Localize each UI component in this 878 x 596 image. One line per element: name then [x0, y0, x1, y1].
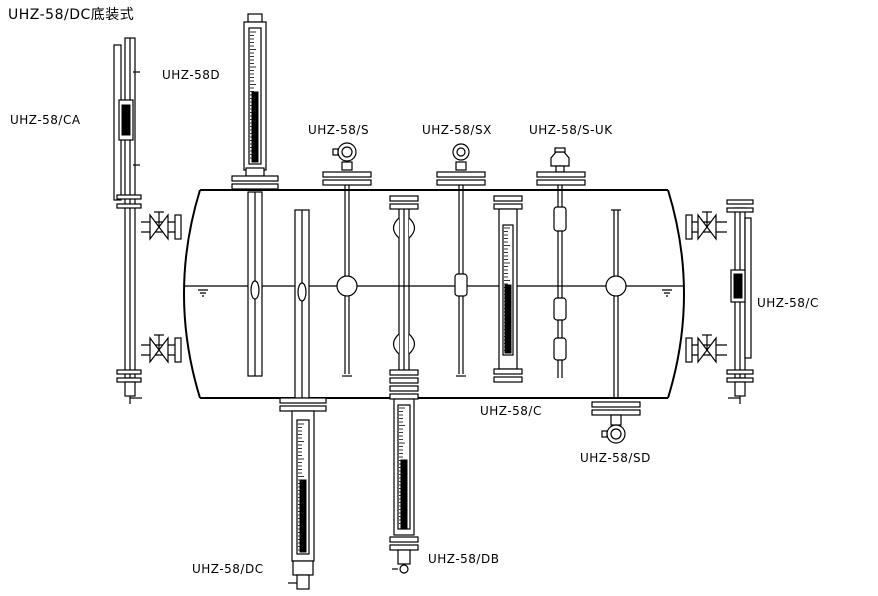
label-uhz-58-c-center: UHZ-58/C — [480, 404, 542, 418]
gauge-uhz-58-s — [322, 142, 372, 377]
label-uhz-58-c-right: UHZ-58/C — [757, 296, 819, 310]
label-uhz-58-db: UHZ-58/DB — [428, 552, 499, 566]
gauge-uhz-58-sd — [591, 209, 641, 444]
gauge-uhz-58-ca — [113, 37, 182, 404]
label-uhz-58-s-uk: UHZ-58/S-UK — [529, 123, 613, 137]
gauge-uhz-58-c-center — [389, 195, 419, 384]
gauge-in-tank-indicator — [493, 195, 523, 383]
diagram-title: UHZ-58/DC底装式 — [8, 7, 134, 23]
gauge-uhz-58-db — [389, 385, 419, 574]
label-uhz-58-dc: UHZ-58/DC — [192, 562, 264, 576]
label-uhz-58-sx: UHZ-58/SX — [422, 123, 492, 137]
label-uhz-58d: UHZ-58D — [162, 68, 220, 82]
label-uhz-58-ca: UHZ-58/CA — [10, 113, 81, 127]
label-uhz-58-sd: UHZ-58/SD — [580, 451, 651, 465]
gauge-uhz-58-s-uk — [536, 147, 586, 378]
gauge-uhz-58-sx — [436, 143, 486, 377]
tank — [183, 189, 685, 399]
gauge-uhz-58-dc — [279, 209, 327, 590]
label-uhz-58-s: UHZ-58/S — [308, 123, 369, 137]
gauge-uhz-58d — [231, 13, 279, 377]
gauge-uhz-58-c-right — [685, 199, 754, 404]
